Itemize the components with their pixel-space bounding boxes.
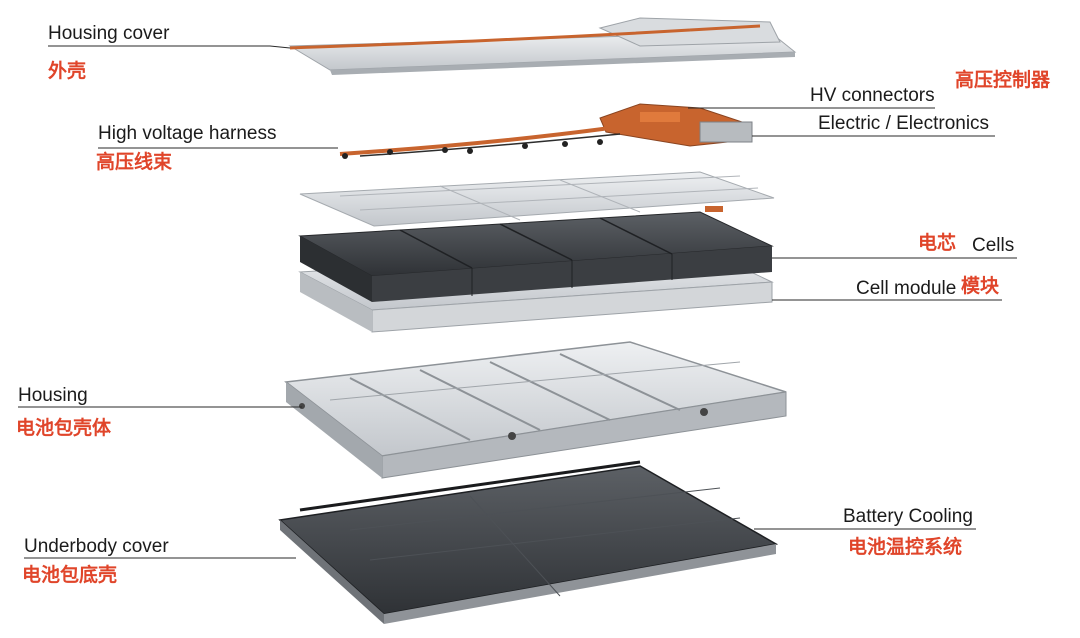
label-housing: Housing xyxy=(18,385,88,406)
housing-cover-part xyxy=(288,17,797,75)
label-electronics: Electric / Electronics xyxy=(818,113,990,134)
label-cell-module: Cell module xyxy=(856,278,957,299)
label-housing-cover: Housing cover xyxy=(48,23,170,44)
label-cells: Cells xyxy=(972,235,1015,256)
label-cells-cn: 电芯 xyxy=(918,232,957,254)
label-hv-controller-cn: 高压控制器 xyxy=(955,69,1051,91)
label-hv-harness: High voltage harness xyxy=(98,123,277,144)
label-housing-cn: 电池包壳体 xyxy=(16,417,112,439)
label-underbody-cover: Underbody cover xyxy=(24,536,169,557)
label-battery-cooling: Battery Cooling xyxy=(843,506,973,527)
cell-module-part xyxy=(298,211,774,333)
label-battery-cooling-cn: 电池温控系统 xyxy=(848,536,963,558)
underbody-cover-part xyxy=(278,460,779,624)
hv-controller-part xyxy=(599,103,753,147)
label-housing-cover-cn: 外壳 xyxy=(48,60,87,82)
hv-harness-part xyxy=(339,126,621,159)
housing-part xyxy=(284,341,787,479)
label-underbody-cover-cn: 电池包底壳 xyxy=(22,564,118,586)
leader-lines xyxy=(18,45,1017,559)
label-hv-connectors: HV connectors xyxy=(810,85,935,106)
busbar-plate-layer xyxy=(299,171,775,227)
label-cell-module-cn: 模块 xyxy=(961,275,1000,297)
label-hv-harness-cn: 高压线束 xyxy=(96,151,173,173)
